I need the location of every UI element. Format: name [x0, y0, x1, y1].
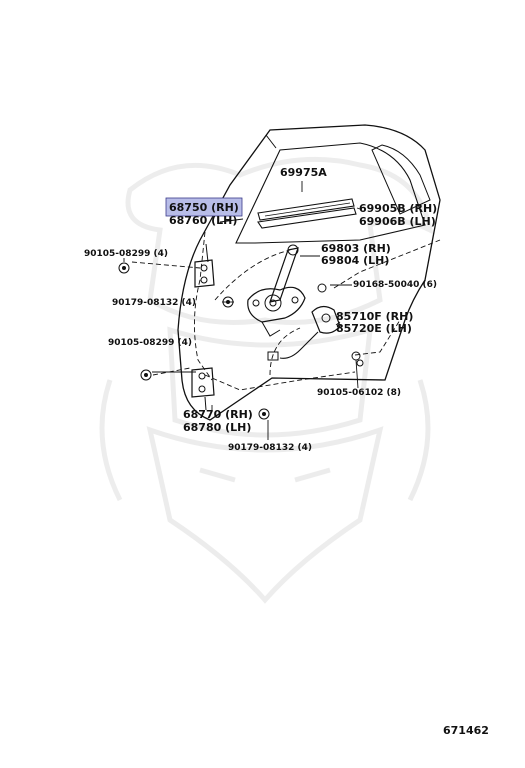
highlight-68750	[165, 197, 243, 217]
watermark-logo	[99, 156, 434, 604]
label-68770: 68770 (RH)	[183, 408, 253, 421]
label-68760: 68760 (LH)	[169, 214, 237, 227]
label-68750: 68750 (RH)	[169, 201, 239, 214]
regulator-motor	[267, 305, 341, 361]
label-69975a: 69975A	[280, 166, 327, 179]
glass-run-strip	[257, 198, 357, 229]
dashed-guides	[131, 231, 441, 391]
hinge-upper	[194, 243, 215, 288]
window-regulator	[247, 244, 306, 337]
label-69803: 69803 (RH)	[321, 242, 391, 255]
label-85720e: 85720E (LH)	[336, 322, 412, 335]
label-90179-bot: 90179-08132 (4)	[228, 443, 312, 453]
label-90168: 90168-50040 (6)	[353, 280, 437, 290]
diagram-number: 671462	[443, 724, 489, 737]
label-85710f: 85710F (RH)	[336, 310, 413, 323]
label-69906b: 69906B (LH)	[359, 215, 436, 228]
door-outline	[177, 124, 441, 421]
label-68780: 68780 (LH)	[183, 421, 251, 434]
label-90105-top: 90105-08299 (4)	[84, 249, 168, 259]
label-90105-mid: 90105-08299 (4)	[108, 338, 192, 348]
label-69905b: 69905B (RH)	[359, 202, 437, 215]
bolts	[118, 262, 364, 420]
label-69804: 69804 (LH)	[321, 254, 389, 267]
hinge-lower	[191, 367, 215, 411]
label-90105-06102: 90105-06102 (8)	[317, 388, 401, 398]
leader-lines	[123, 181, 361, 440]
label-90179-top: 90179-08132 (4)	[112, 298, 196, 308]
